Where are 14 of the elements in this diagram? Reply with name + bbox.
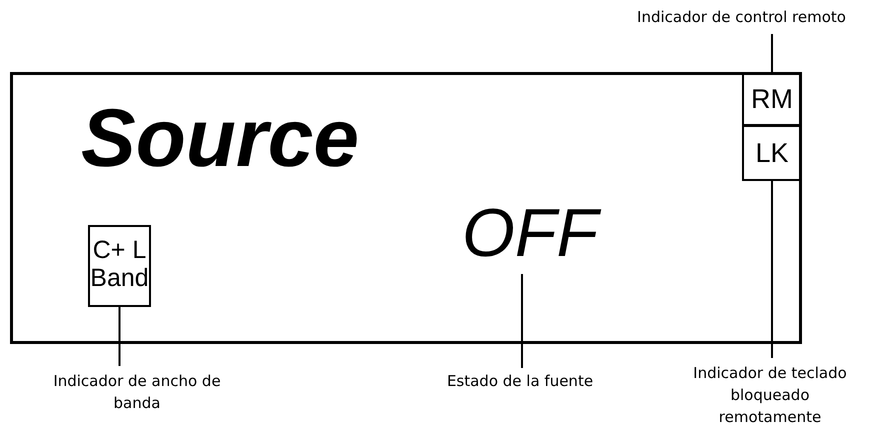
band-indicator: C+ L Band: [88, 225, 151, 307]
remote-indicator: RM: [742, 72, 802, 126]
callout-text: Indicador de control remoto: [600, 6, 883, 30]
display-panel: [10, 72, 802, 344]
display-title: Source: [81, 92, 359, 186]
leader-line: [771, 34, 773, 72]
lock-indicator: LK: [742, 125, 802, 181]
callout-text: Estado de la fuente: [415, 370, 625, 394]
callout-text: Indicador de ancho de banda: [47, 370, 227, 418]
source-state-text: OFF: [450, 198, 610, 268]
leader-line: [771, 181, 773, 358]
leader-line: [521, 274, 523, 368]
callout-text: Indicador de teclado bloqueado remotamente: [690, 362, 850, 432]
leader-line: [118, 307, 120, 366]
